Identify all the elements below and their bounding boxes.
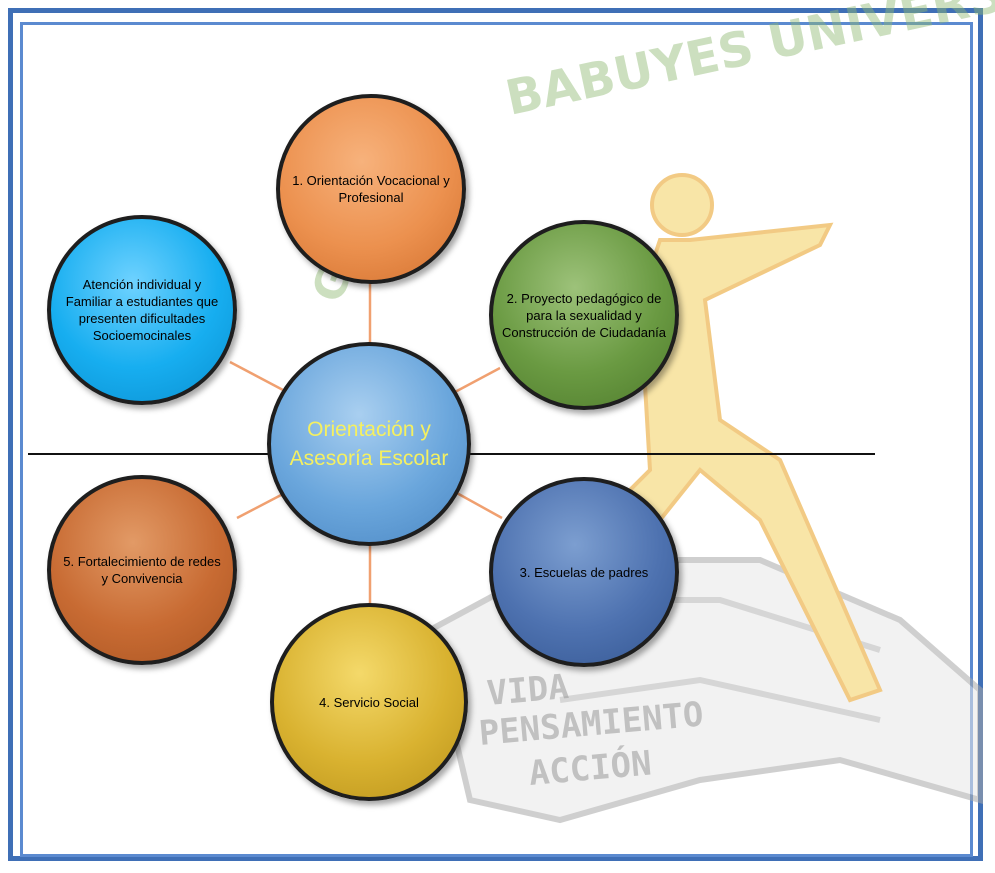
watermark-arc-text: BABUYES UNIVERS	[501, 0, 995, 127]
center-node: Orientación y Asesoría Escolar	[267, 342, 471, 546]
node-proyecto-pedagogico: 2. Proyecto pedagógico de para la sexual…	[489, 220, 679, 410]
node-escuelas-padres: 3. Escuelas de padres	[489, 477, 679, 667]
watermark-book-line-1: VIDA	[485, 667, 570, 714]
connector-n3	[454, 490, 503, 520]
node-label: 5. Fortalecimiento de redes y Convivenci…	[63, 554, 221, 586]
connector-n5	[236, 492, 284, 520]
connectors	[229, 282, 503, 605]
node-orientacion-vocacional: 1. Orientación Vocacional y Profesional	[276, 94, 466, 284]
node-label: 4. Servicio Social	[319, 694, 419, 710]
node-atencion-individual: Atención individual y Familiar a estudia…	[47, 215, 237, 405]
node-servicio-social: 4. Servicio Social	[270, 603, 468, 801]
connector-n6	[229, 360, 284, 392]
node-label: Atención individual y Familiar a estudia…	[65, 277, 219, 343]
outer-frame	[8, 8, 983, 861]
connector-n2	[454, 366, 501, 394]
node-label: 1. Orientación Vocacional y Profesional	[292, 173, 450, 205]
node-label: 3. Escuelas de padres	[519, 564, 649, 580]
node-label: 2. Proyecto pedagógico de para la sexual…	[501, 290, 667, 340]
center-label: Orientación y Asesoría Escolar	[289, 418, 449, 470]
node-fortalecimiento-redes: 5. Fortalecimiento de redes y Convivenci…	[47, 475, 237, 665]
